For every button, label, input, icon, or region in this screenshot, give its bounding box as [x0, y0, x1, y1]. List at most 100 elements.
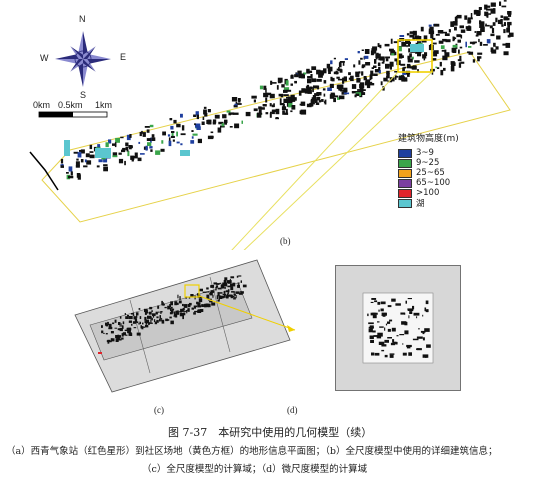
building	[139, 321, 141, 323]
building	[144, 308, 147, 313]
building	[127, 315, 129, 317]
building	[330, 76, 333, 81]
building	[468, 46, 472, 48]
building	[121, 337, 124, 340]
building	[380, 301, 386, 305]
building	[395, 75, 399, 78]
zoom-line	[243, 71, 433, 250]
building	[68, 175, 74, 179]
building	[193, 312, 196, 315]
building	[377, 301, 381, 305]
building	[176, 302, 179, 305]
building	[330, 60, 333, 65]
building	[387, 328, 391, 332]
micro-scale-domain	[335, 265, 461, 391]
building	[107, 340, 110, 344]
building	[459, 46, 463, 49]
building	[73, 151, 79, 154]
building	[507, 17, 510, 21]
building	[209, 301, 213, 303]
building	[417, 50, 422, 57]
building	[342, 78, 345, 84]
building	[145, 319, 150, 324]
building	[487, 13, 492, 15]
building	[171, 131, 175, 133]
building	[327, 87, 332, 91]
building	[420, 330, 426, 333]
building	[318, 100, 322, 103]
building	[224, 119, 227, 125]
building	[144, 316, 147, 321]
building	[298, 73, 304, 79]
building	[337, 97, 340, 100]
building	[209, 291, 213, 296]
building	[179, 296, 181, 300]
building	[399, 334, 405, 336]
building	[337, 78, 343, 81]
building	[294, 80, 297, 84]
building	[450, 65, 455, 72]
building	[480, 28, 482, 33]
building	[478, 38, 480, 43]
building	[378, 309, 380, 312]
building	[441, 49, 447, 52]
building	[194, 310, 198, 313]
building	[124, 313, 126, 315]
legend-swatch	[398, 168, 412, 178]
building	[469, 41, 476, 44]
building	[168, 137, 171, 143]
building	[299, 103, 302, 106]
building	[151, 310, 153, 313]
building	[233, 297, 235, 300]
building	[505, 42, 511, 48]
building	[96, 165, 100, 168]
building	[387, 337, 392, 339]
building	[380, 308, 384, 312]
building	[408, 352, 412, 356]
building	[420, 26, 424, 32]
building	[206, 287, 209, 290]
lake	[410, 44, 424, 52]
building	[112, 155, 118, 158]
building	[270, 80, 273, 85]
building	[382, 86, 385, 91]
building	[218, 121, 224, 125]
building	[477, 56, 480, 62]
community-site-box-small	[184, 284, 200, 298]
building	[80, 149, 85, 154]
building	[459, 25, 464, 29]
building	[412, 65, 417, 68]
building	[298, 90, 302, 96]
building	[124, 160, 126, 166]
building	[428, 28, 433, 31]
building	[283, 89, 288, 93]
building	[444, 52, 450, 57]
building	[294, 74, 299, 78]
building	[404, 312, 406, 315]
building	[210, 135, 214, 139]
building	[318, 73, 323, 78]
building	[194, 306, 196, 309]
building	[209, 293, 212, 295]
building	[485, 24, 490, 27]
building	[318, 70, 324, 73]
building	[197, 302, 201, 306]
building	[499, 1, 502, 6]
building	[365, 79, 371, 84]
building	[277, 77, 283, 83]
building	[385, 56, 390, 59]
building	[145, 145, 148, 151]
building	[238, 275, 242, 277]
building	[385, 58, 389, 62]
building	[217, 292, 220, 296]
building	[129, 333, 133, 336]
legend-item: >100	[398, 188, 439, 198]
building	[234, 297, 236, 300]
building	[436, 67, 440, 69]
building	[355, 93, 360, 96]
building	[465, 41, 467, 48]
building	[160, 317, 162, 322]
building	[219, 292, 223, 294]
building	[183, 304, 188, 308]
building	[144, 319, 146, 323]
